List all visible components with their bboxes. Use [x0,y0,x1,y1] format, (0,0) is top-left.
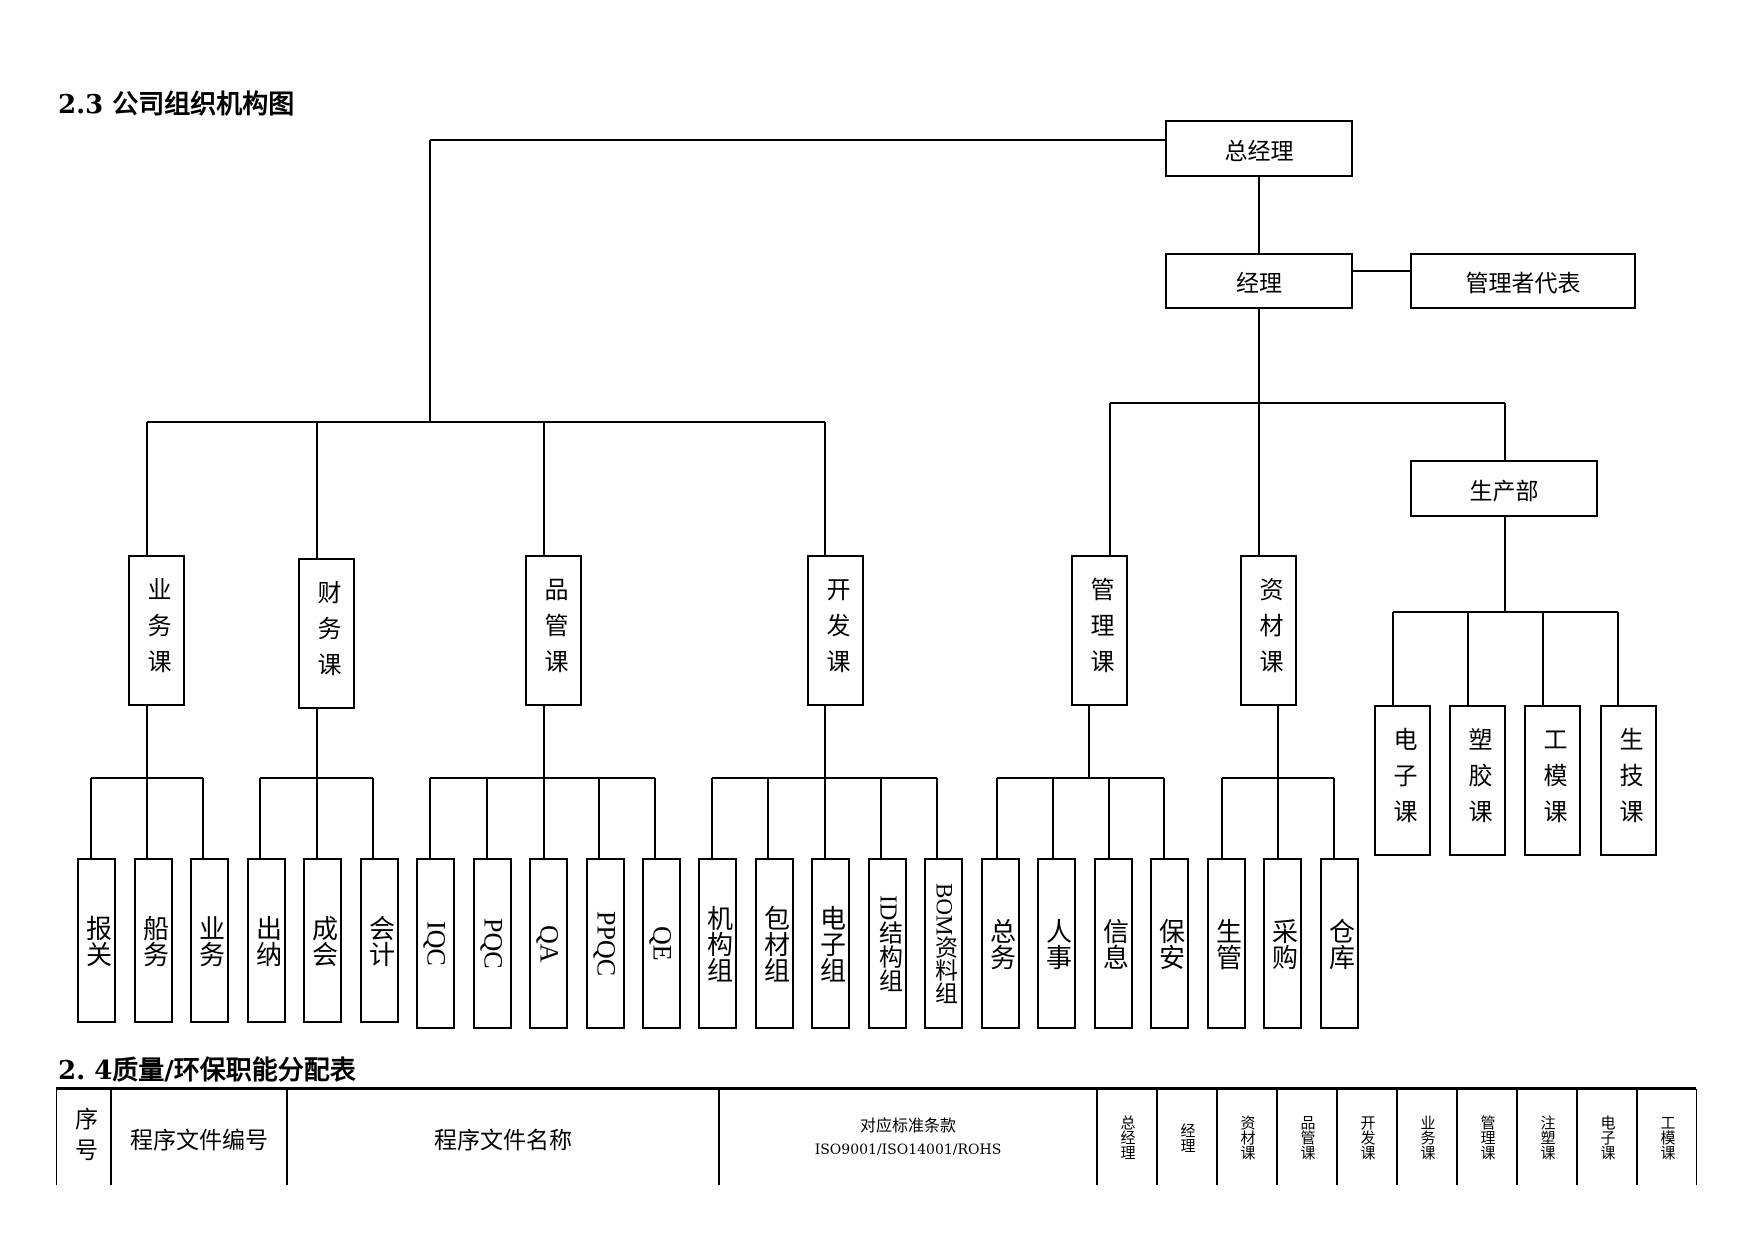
org-node-production-dept: 生产部 [1410,460,1598,517]
org-unit-electronics-group: 电子组 [811,858,850,1029]
org-unit-packaging-group: 包材组 [755,858,794,1029]
org-unit-pqc: PQC [473,858,512,1029]
col-doc-number: 程序文件编号 [111,1089,287,1185]
org-unit-warehouse: 仓库 [1320,858,1359,1029]
org-unit-ppqc: PPQC [586,858,625,1029]
col-clause: 对应标准条款 ISO9001/ISO14001/ROHS [719,1089,1097,1185]
org-unit-hr: 人事 [1037,858,1076,1029]
org-node-material-section: 资材课 [1240,555,1297,706]
org-node-management-representative: 管理者代表 [1410,253,1636,309]
col-dept-injection: 注塑课 [1517,1089,1577,1185]
col-dept-sales: 业务课 [1397,1089,1457,1185]
org-node-electronics-section: 电子课 [1374,705,1431,856]
col-dept-tooling: 工模课 [1637,1089,1697,1185]
function-table: 序号 程序文件编号 程序文件名称 对应标准条款 ISO9001/ISO14001… [56,1087,1697,1185]
col-dept-manager: 经理 [1157,1089,1217,1185]
org-node-finance-section: 财务课 [298,558,355,709]
col-dept-admin: 管理课 [1457,1089,1517,1185]
col-dept-gm: 总经理 [1097,1089,1157,1185]
org-unit-security: 保安 [1150,858,1189,1029]
org-unit-customs: 报关 [77,858,116,1023]
org-unit-iqc: IQC [416,858,455,1029]
col-seq: 序号 [56,1089,111,1185]
col-dept-quality: 品管课 [1277,1089,1337,1185]
org-unit-it: 信息 [1094,858,1133,1029]
org-node-quality-section: 品管课 [525,555,582,706]
col-doc-name: 程序文件名称 [287,1089,719,1185]
org-unit-accounting: 会计 [360,858,399,1023]
org-node-tooling-section: 工模课 [1524,705,1581,856]
section-title-function-table: 2. 4质量/环保职能分配表 [58,1056,356,1086]
org-node-plastics-section: 塑胶课 [1449,705,1506,856]
org-node-general-manager: 总经理 [1165,120,1353,177]
col-dept-electronics: 电子课 [1577,1089,1637,1185]
col-dept-material: 资材课 [1217,1089,1277,1185]
org-unit-bom-data-group: BOM资料组 [924,858,963,1029]
org-unit-business: 业务 [190,858,229,1023]
org-unit-production-control: 生管 [1207,858,1246,1029]
org-node-admin-section: 管理课 [1071,555,1128,706]
org-unit-general-affairs: 总务 [981,858,1020,1029]
org-unit-purchasing: 采购 [1263,858,1302,1029]
org-node-dev-section: 开发课 [807,555,864,706]
org-unit-cashier: 出纳 [247,858,286,1023]
org-unit-qe: QE [642,858,681,1029]
org-node-manager: 经理 [1165,253,1353,309]
org-node-sales-section: 业务课 [128,555,185,706]
org-node-engineering-section: 生技课 [1600,705,1657,856]
org-unit-shipping: 船务 [134,858,173,1023]
org-unit-mechanism-group: 机构组 [698,858,737,1029]
org-unit-id-structure-group: ID结构组 [868,858,907,1029]
org-unit-cost-accounting: 成会 [303,858,342,1023]
col-dept-dev: 开发课 [1337,1089,1397,1185]
section-title-org-chart: 2.3 公司组织机构图 [58,90,295,120]
org-unit-qa: QA [529,858,568,1029]
